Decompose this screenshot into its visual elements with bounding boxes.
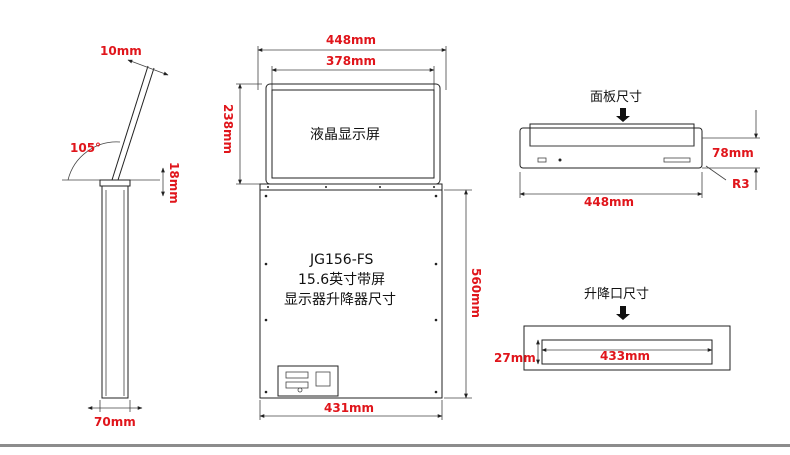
opening-view: 升降口尺寸 433mm 27mm (494, 287, 731, 371)
panel-view: 面板尺寸 78mm R3 448mm (519, 90, 760, 209)
panel-width-label: 448mm (584, 195, 634, 209)
connector-panel (277, 365, 339, 397)
side-body-width-label: 70mm (94, 415, 136, 429)
side-lip-height-label: 18mm (167, 162, 181, 204)
panel-title: 面板尺寸 (590, 90, 642, 105)
screen-label: 液晶显示屏 (310, 127, 380, 143)
arrow-down-icon (616, 108, 630, 122)
front-view: 448mm 378mm 液晶显示屏 238mm JG156-FS 15.6英寸带… (221, 33, 483, 420)
front-screen-height-label: 238mm (221, 104, 235, 154)
side-angle-label: 105° (70, 141, 101, 155)
model-line2: 15.6英寸带屏 (298, 271, 385, 288)
panel-radius-label: R3 (732, 177, 750, 191)
opening-height-label: 27mm (494, 351, 536, 365)
front-outer-width-label: 448mm (326, 33, 376, 47)
opening-width-label: 433mm (600, 349, 650, 363)
model-label: JG156-FS (309, 252, 374, 268)
front-body-width-label: 431mm (324, 401, 374, 415)
front-screen-width-label: 378mm (326, 54, 376, 68)
model-line3: 显示器升降器尺寸 (284, 292, 396, 308)
panel-height-label: 78mm (712, 146, 754, 160)
opening-title: 升降口尺寸 (584, 287, 649, 302)
side-view: 10mm 105° 18mm 70mm (62, 44, 181, 429)
front-body-height-label: 560mm (469, 268, 483, 318)
arrow-down-icon (616, 306, 630, 320)
bottom-divider (0, 444, 790, 447)
side-top-width-label: 10mm (100, 44, 142, 58)
